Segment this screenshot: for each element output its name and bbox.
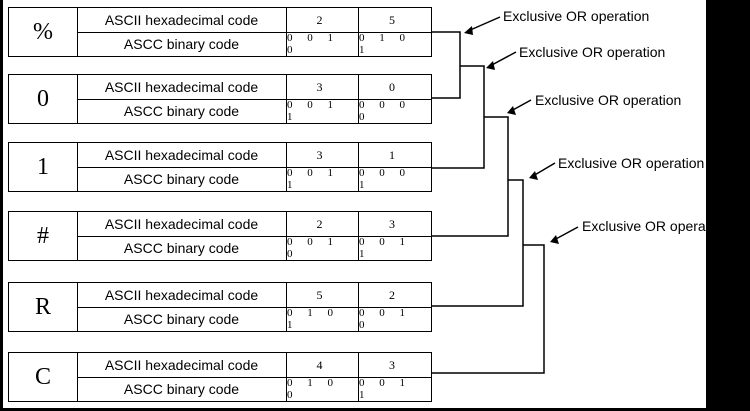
hex-row: ASCII hexadecimal code 3 0 xyxy=(77,75,431,100)
binary-row: ASCC binary code 0 0 1 0 0 0 1 1 xyxy=(77,236,431,260)
hex-high-nibble: 5 xyxy=(287,283,359,307)
hex-low-nibble: 5 xyxy=(389,12,401,27)
binary-low-nibble: 0 0 0 0 xyxy=(359,99,411,123)
xor-bracket-1 xyxy=(432,31,461,99)
binary-high-nibble: 0 0 1 0 xyxy=(287,32,359,56)
hex-row: ASCII hexadecimal code 5 2 xyxy=(77,283,431,308)
char-block-hash: # ASCII hexadecimal code 2 3 ASCC binary… xyxy=(8,211,432,261)
binary-row: ASCC binary code 0 0 1 1 0 0 0 0 xyxy=(77,99,431,123)
hex-high-nibble: 2 xyxy=(287,8,359,32)
binary-high-nibble: 0 0 1 1 xyxy=(287,99,359,123)
binary-label: ASCC binary code xyxy=(77,236,287,260)
arrow-head-1 xyxy=(464,26,473,35)
hex-high-nibble: 4 xyxy=(287,353,359,377)
hex-label: ASCII hexadecimal code xyxy=(77,143,287,167)
xor-label-1: Exclusive OR operation xyxy=(503,8,650,24)
arrow-line-4 xyxy=(532,162,556,177)
char-block-zero: 0 ASCII hexadecimal code 3 0 ASCC binary… xyxy=(8,74,432,124)
hex-label: ASCII hexadecimal code xyxy=(77,212,287,236)
xor-label-2: Exclusive OR operation xyxy=(519,44,666,60)
hex-label: ASCII hexadecimal code xyxy=(77,283,287,307)
char-block-c: C ASCII hexadecimal code 4 3 ASCC binary… xyxy=(8,352,432,402)
hex-low-nibble: 3 xyxy=(389,216,401,231)
char-block-percent: % ASCII hexadecimal code 2 5 ASCC binary… xyxy=(8,7,432,57)
hex-high-nibble: 3 xyxy=(287,143,359,167)
xor-bracket-4 xyxy=(432,179,524,307)
binary-label: ASCC binary code xyxy=(77,307,287,331)
arrow-line-3 xyxy=(510,99,532,112)
binary-low-nibble: 0 0 0 1 xyxy=(359,167,411,191)
binary-label: ASCC binary code xyxy=(77,32,287,56)
hex-low-nibble: 1 xyxy=(389,147,401,162)
binary-row: ASCC binary code 0 0 1 0 0 1 0 1 xyxy=(77,32,431,56)
arrow-line-1 xyxy=(467,16,501,32)
binary-label: ASCC binary code xyxy=(77,167,287,191)
arrow-head-2 xyxy=(486,61,495,70)
binary-low-nibble: 0 0 1 1 xyxy=(359,236,411,260)
hex-label: ASCII hexadecimal code xyxy=(77,75,287,99)
binary-high-nibble: 0 1 0 0 xyxy=(287,377,359,401)
binary-row: ASCC binary code 0 1 0 1 0 0 1 0 xyxy=(77,307,431,331)
bottom-border xyxy=(0,408,750,411)
hex-row: ASCII hexadecimal code 2 3 xyxy=(77,212,431,237)
binary-row: ASCC binary code 0 1 0 0 0 0 1 1 xyxy=(77,377,431,401)
hex-row: ASCII hexadecimal code 2 5 xyxy=(77,8,431,33)
hex-high-nibble: 3 xyxy=(287,75,359,99)
binary-high-nibble: 0 0 1 1 xyxy=(287,167,359,191)
hex-high-nibble: 2 xyxy=(287,212,359,236)
xor-bracket-3 xyxy=(432,116,509,237)
binary-low-nibble: 0 0 1 1 xyxy=(359,377,411,401)
xor-bracket-2 xyxy=(432,65,485,169)
binary-high-nibble: 0 1 0 1 xyxy=(287,307,359,331)
xor-bracket-5 xyxy=(432,244,545,374)
binary-low-nibble: 0 1 0 1 xyxy=(359,32,411,56)
binary-low-nibble: 0 0 1 0 xyxy=(359,307,411,331)
hex-row: ASCII hexadecimal code 3 1 xyxy=(77,143,431,168)
xor-label-4: Exclusive OR operation xyxy=(558,155,705,171)
binary-high-nibble: 0 0 1 0 xyxy=(287,236,359,260)
hex-row: ASCII hexadecimal code 4 3 xyxy=(77,353,431,378)
hex-label: ASCII hexadecimal code xyxy=(77,8,287,32)
right-border xyxy=(706,0,750,411)
arrow-head-4 xyxy=(529,171,538,180)
char-block-r: R ASCII hexadecimal code 5 2 ASCC binary… xyxy=(8,282,432,332)
hex-low-nibble: 2 xyxy=(389,287,401,302)
xor-label-5: Exclusive OR operation xyxy=(582,218,729,234)
hex-low-nibble: 0 xyxy=(389,79,401,94)
arrow-head-5 xyxy=(550,235,559,244)
hex-low-nibble: 3 xyxy=(389,357,401,372)
binary-label: ASCC binary code xyxy=(77,99,287,123)
arrow-line-2 xyxy=(489,51,517,67)
binary-label: ASCC binary code xyxy=(77,377,287,401)
left-border xyxy=(0,0,3,411)
arrow-head-3 xyxy=(507,106,516,115)
hex-label: ASCII hexadecimal code xyxy=(77,353,287,377)
xor-label-3: Exclusive OR operation xyxy=(535,92,682,108)
arrow-line-5 xyxy=(553,226,579,241)
binary-row: ASCC binary code 0 0 1 1 0 0 0 1 xyxy=(77,167,431,191)
char-block-one: 1 ASCII hexadecimal code 3 1 ASCC binary… xyxy=(8,142,432,192)
